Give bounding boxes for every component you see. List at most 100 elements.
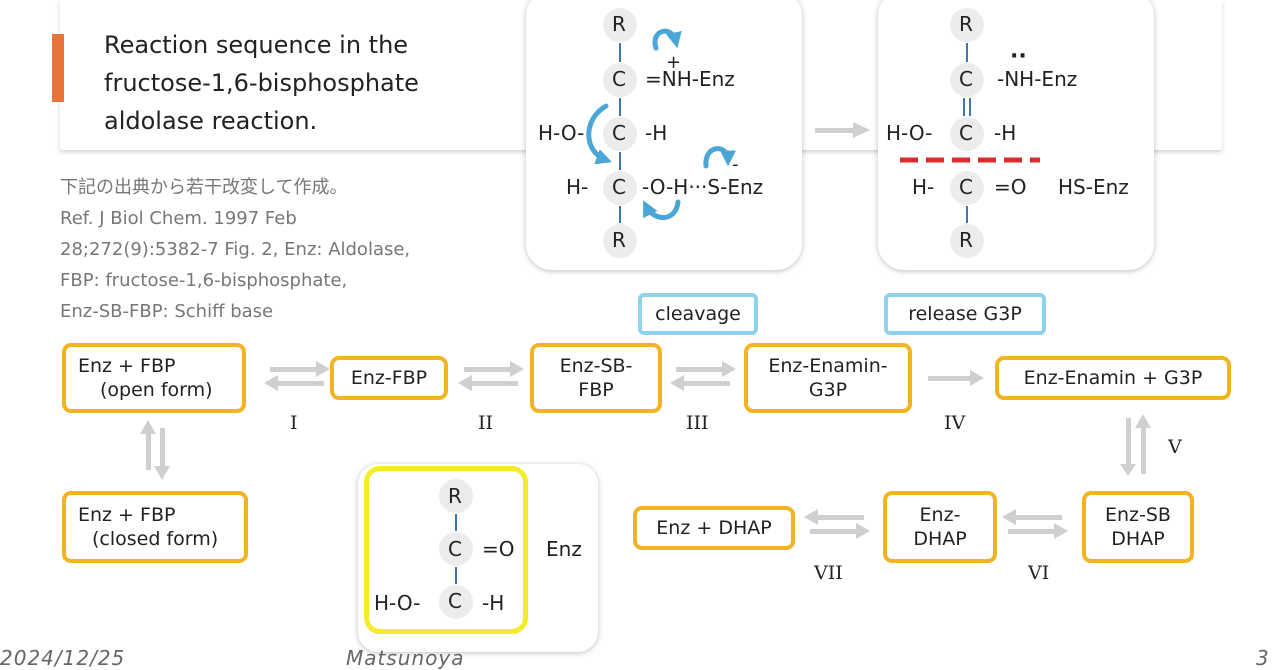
bonds-right [963, 43, 971, 223]
node-line: Enz + DHAP [656, 517, 772, 539]
slide-title-line-3: aldolase reaction. [104, 107, 318, 135]
node-enz-enamin-plus-g3p: Enz-Enamin + G3P [995, 356, 1231, 400]
dhap-ho: H-O- [374, 591, 421, 615]
mech-left-c3: C [612, 175, 626, 199]
title-accent-bar [52, 34, 64, 102]
node-line: (closed form) [92, 528, 219, 550]
mech-left-c1: C [612, 67, 626, 91]
atom-circle [603, 224, 637, 258]
node-line: Enz + FBP [78, 504, 176, 526]
reference-line-1: 下記の出典から若干改変して作成。 [60, 177, 348, 198]
curly-arrow-icon [643, 199, 681, 220]
mech-left-minus: - [732, 154, 739, 175]
dhap-c2: C [448, 589, 462, 613]
mech-left-r-bottom: R [612, 228, 626, 252]
slide-title-line-2: fructose-1,6-bisphosphate [104, 69, 419, 97]
node-enz-enamin-g3p: Enz-Enamin- G3P [744, 343, 912, 413]
mech-left-c2: C [612, 121, 626, 145]
mech-left-ho: H-O- [538, 121, 585, 145]
node-enz-plus-dhap: Enz + DHAP [633, 506, 795, 550]
mech-right-c3: C [959, 175, 973, 199]
mech-right-c1: C [959, 67, 973, 91]
dhap-r: R [448, 484, 462, 508]
mech-right-c2: C [959, 121, 973, 145]
dhap-c1: C [448, 537, 462, 561]
atom-circle [950, 63, 984, 97]
mechanism-left-panel [526, 0, 802, 270]
dhap-h2: -H [482, 591, 505, 615]
curly-arrow-icon [703, 146, 736, 169]
node-enz-fbp-closed: Enz + FBP (closed form) [62, 491, 248, 563]
tag-release-g3p: release G3P [884, 293, 1046, 335]
node-line: G3P [808, 379, 848, 401]
mech-right-h2: -H [994, 121, 1017, 145]
mech-right-r-top: R [959, 12, 973, 36]
node-line: Enz-Enamin- [768, 355, 888, 377]
atom-circle [950, 224, 984, 258]
atom-circle [603, 171, 637, 205]
step-label-vi: VI [1028, 562, 1050, 584]
node-enz-sb-dhap: Enz-SB DHAP [1082, 491, 1194, 563]
footer-author: Matsunoya [346, 646, 465, 670]
slide-title: Reaction sequence in the fructose-1,6-bi… [104, 26, 504, 140]
atom-circle [950, 171, 984, 205]
atom-circle [950, 117, 984, 151]
node-line: DHAP [1111, 528, 1165, 550]
dhap-structure-panel [358, 464, 598, 652]
footer-date: 2024/12/25 [0, 646, 126, 670]
step-label-ii: II [478, 412, 494, 434]
node-line: FBP [578, 379, 614, 401]
node-line: Enz-Enamin + G3P [1023, 367, 1203, 389]
mech-right-o3: =O [994, 175, 1027, 199]
mech-right-lone-pair: ·· [1010, 44, 1027, 69]
step-label-iii: III [686, 412, 709, 434]
step-label-iv: IV [944, 412, 966, 434]
mech-right-h3: H- [912, 175, 935, 199]
mech-left-h2: -H [645, 121, 668, 145]
node-line: Enz-FBP [350, 367, 428, 389]
reference-line-3: 28;272(9):5382-7 Fig. 2, Enz: Aldolase, [60, 239, 411, 260]
step-label-vii: VII [814, 562, 843, 584]
atom-circle [603, 117, 637, 151]
tag-cleavage: cleavage [638, 293, 758, 335]
node-enz-fbp: Enz-FBP [330, 356, 448, 400]
atom-circle [603, 8, 637, 42]
slide-title-line-1: Reaction sequence in the [104, 31, 409, 59]
curly-arrow-icon [586, 103, 613, 165]
node-enz-dhap: Enz- DHAP [883, 491, 997, 563]
mech-left-oh-s-enz: -O-H···S-Enz [642, 175, 764, 199]
mechanism-right-panel [878, 0, 1154, 270]
node-line: (open form) [100, 379, 213, 401]
reference-text: 下記の出典から若干改変して作成。 Ref. J Biol Chem. 1997 … [60, 172, 530, 327]
curly-arrows [586, 28, 736, 220]
node-line: DHAP [913, 528, 967, 550]
node-line: Enz + FBP [78, 355, 176, 377]
mech-right-nh-enz: -NH-Enz [997, 67, 1078, 91]
reference-line-4: FBP: fructose-1,6-bisphosphate, [60, 270, 348, 291]
atom-circle [439, 479, 473, 513]
dhap-enz: Enz [546, 537, 582, 561]
reaction-arrows [140, 122, 1151, 539]
footer-page-number: 3 [1256, 646, 1270, 670]
node-line: Enz-SB- [559, 355, 633, 377]
atom-circle [950, 8, 984, 42]
mech-left-h3: H- [566, 175, 589, 199]
atom-circle [603, 63, 637, 97]
atom-circle [439, 585, 473, 619]
step-label-i: I [290, 412, 298, 434]
mech-left-nh-enz: =NH-Enz [645, 67, 735, 91]
step-label-v: V [1168, 436, 1182, 458]
mech-left-plus: + [666, 52, 682, 73]
dhap-highlight-box [364, 466, 528, 634]
mech-left-r-top: R [612, 12, 626, 36]
reference-line-2: Ref. J Biol Chem. 1997 Feb [60, 208, 297, 229]
mech-right-hs-enz: HS-Enz [1058, 175, 1129, 199]
node-enz-fbp-open: Enz + FBP (open form) [62, 343, 246, 413]
dhap-o1: =O [482, 537, 515, 561]
reference-line-5: Enz-SB-FBP: Schiff base [60, 301, 274, 322]
mech-right-ho: H-O- [886, 121, 933, 145]
node-line: Enz- [919, 504, 961, 526]
node-enz-sb-fbp: Enz-SB- FBP [530, 343, 662, 413]
node-line: Enz-SB [1105, 504, 1171, 526]
